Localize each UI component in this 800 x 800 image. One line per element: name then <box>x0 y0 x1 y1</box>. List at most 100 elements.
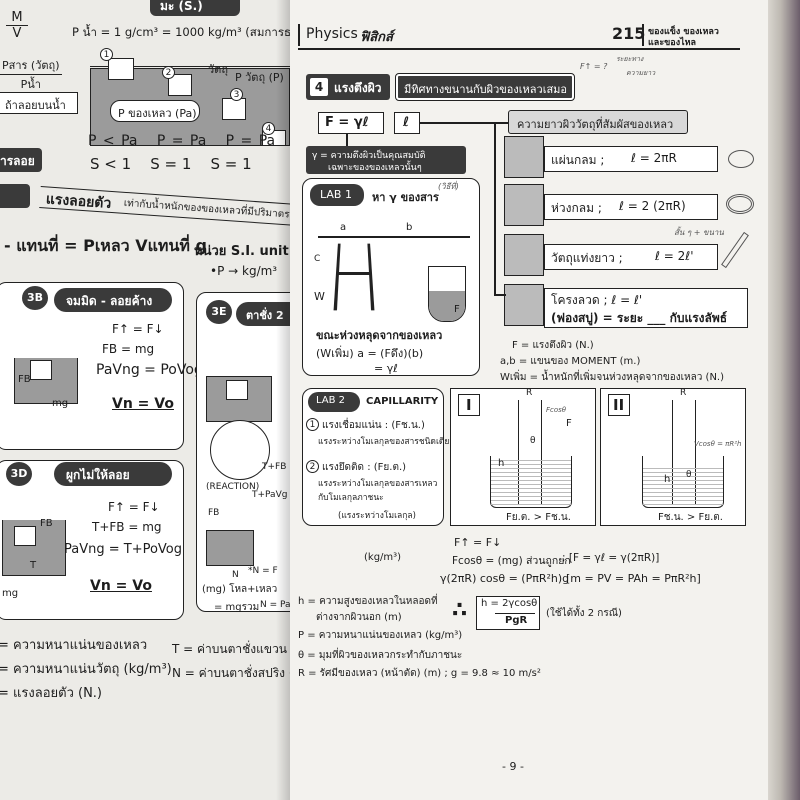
legend-4: T = ค่าบนตาชั่งแขวน (N) <box>172 642 292 656</box>
definition-bar: มีทิศทางขนานกับผิวของเหลวเสมอ <box>395 73 575 101</box>
shape-formula-4: (ฟองสบู่) = ระยะ ___ กับแรงลัพธ์ <box>551 311 728 325</box>
eq-balance: F↑ = F↓ <box>454 536 502 549</box>
mg-sum: = mgรวม <box>214 602 260 613</box>
case-ii-label: II <box>613 396 625 414</box>
case-ii-liquid <box>643 466 723 508</box>
object-3 <box>222 98 246 120</box>
eq-m: [m = PV = PAh = PπR²h] <box>566 572 701 585</box>
case-3b-eq3: PaVng = PoVog <box>96 362 203 378</box>
case-3d-object <box>14 526 36 546</box>
liquid-surface <box>90 66 290 70</box>
lab2-item2-desc-3: (แรงระหว่างโมเลกุล) <box>338 511 416 521</box>
case-3d-title: ผูกไม่ให้ลอย <box>66 468 130 482</box>
shape-name-4: โครงลวด ; ℓ = ℓ' <box>551 293 643 307</box>
case-i-label-box: I <box>458 394 480 416</box>
si-value: •P → kg/m³ <box>210 264 278 278</box>
legend-5: N = ค่าบนตาชั่งสปริง (N) <box>172 666 292 680</box>
section-title: แรงตึงผิว <box>334 81 382 95</box>
left-page: มะ (S.) M V P น้ำ = 1 g/cm³ = 1000 kg/m³… <box>0 0 292 800</box>
handwritten-2: ระยะทาง <box>616 55 644 63</box>
n-eq: N = PaVg <box>260 600 292 610</box>
legend-3: = แรงลอยตัว (N.) <box>0 686 102 701</box>
shape-formula-2: ℓ = 2 (2πR) <box>619 199 686 213</box>
length-title-box: ความยาวผิววัตถุที่สัมผัสของเหลว <box>508 110 688 134</box>
case-3d-mg: mg <box>2 588 19 599</box>
legend-1: = ความหนาแน่นของเหลว <box>0 638 148 653</box>
shape-icon-4 <box>504 284 544 326</box>
final-note: (ใช้ได้ทั้ง 2 กรณี) <box>546 608 622 619</box>
header-section-1: ของแข็ง ของเหลว <box>648 27 719 37</box>
case-3d-fb: FB <box>40 518 53 529</box>
reaction-label: (REACTION) <box>206 482 260 492</box>
lab2-item2: แรงยึดติด : (Fย.ต.) <box>322 462 407 473</box>
section-title-bar: 4 แรงตึงผิว <box>306 74 390 100</box>
case-ii-theta: θ <box>686 470 692 480</box>
lab2-item1-desc: แรงระหว่างโมเลกุลของสารชนิดเดียวกัน <box>318 437 466 447</box>
connector-v0 <box>346 134 348 146</box>
header-section-2: และของไหล <box>648 38 697 48</box>
si-unit: หน่วย S.I. unit <box>194 244 289 259</box>
lab1-a: a <box>340 222 347 233</box>
lab1-beaker-liquid <box>429 291 465 321</box>
lab1-hand: (วิธีที่) <box>438 182 459 191</box>
lab1-text-3: = γℓ <box>374 362 398 375</box>
case-3b-object <box>30 360 52 380</box>
case-3b-title-bar: จมมิด - ลอยค้าง <box>54 288 172 312</box>
case-ii-r: R <box>680 388 687 398</box>
legend-ab: a,b = แขนของ MOMENT (m.) <box>500 356 641 367</box>
liquid-label-box: P ของเหลว (Pa) <box>110 100 200 122</box>
handwritten-1: F↑ = ? <box>580 62 608 71</box>
shape-icon-2 <box>504 184 544 226</box>
lab1-text-1: ขณะห่วงหลุดจากของเหลว <box>316 329 443 342</box>
mg-water: (mg) โหล+เหลว <box>202 584 278 595</box>
case-i-theta: θ <box>530 436 536 446</box>
legend-f: F = แรงตึงผิว (N.) <box>512 340 594 351</box>
final-formula-box: h = 2γcosθ PgR <box>476 596 540 630</box>
side-label-1: T+FB <box>262 462 287 472</box>
case-ii-label-box: II <box>608 394 630 416</box>
connector-h2 <box>494 122 510 124</box>
case-3e-title: ตาชั่ง 2 <box>246 309 284 322</box>
case-3e-tag: 3E <box>206 300 232 324</box>
object-arrow: P วัตถุ (P) <box>235 71 284 84</box>
water-density-text: P น้ำ = 1 g/cm³ = 1000 kg/m³ (สมการธรรมด… <box>72 25 292 39</box>
header-brand: ฟิสิกส์ <box>360 30 393 45</box>
side-label-2: T+PaVg <box>252 490 288 500</box>
legend-w: Wเพิ่ม = น้ำหนักที่เพิ่มจนห่วงหลุดจากของ… <box>500 372 724 383</box>
water-density-box: P น้ำ = 1 g/cm³ = 1000 kg/m³ (สมการธรรมด… <box>70 22 292 46</box>
unit-kgm3: (kg/m³) <box>364 552 402 563</box>
case-3b-title: จมมิด - ลอยค้าง <box>66 294 153 308</box>
ell-box: ℓ <box>394 112 420 134</box>
lab2-tag: LAB 2 <box>316 395 346 406</box>
gamma-note-2: เฉพาะของของเหลวนั้นๆ <box>328 163 422 173</box>
object-label: วัตถุ <box>208 63 228 76</box>
case-3e-n: N <box>232 570 239 580</box>
def-r: R = รัศมีของเหลว (หน้าตัด) (m) ; g = 9.8… <box>298 668 541 679</box>
lab1-stand-bar <box>338 272 370 275</box>
gamma-note-1: γ = ความตึงผิวเป็นคุณสมบัติ <box>312 151 426 161</box>
final-therefore: ∴ <box>452 598 468 623</box>
buoyancy-title: แรงลอยตัว <box>45 191 112 212</box>
comparison-row: P < Pa P = Pa P = Pa <box>88 133 276 149</box>
circle-2: 2 <box>162 66 175 79</box>
lab2-item2-desc-2: กับโมเลกุลภาชนะ <box>318 493 384 503</box>
ell-symbol: ℓ <box>403 115 410 130</box>
case-i-hand: Fcosθ <box>546 406 567 414</box>
case-3b-eq2: FB = mg <box>102 342 155 356</box>
header-underline <box>298 48 740 50</box>
float-band-text: ารลอย <box>0 154 35 168</box>
case-3d-t: T <box>30 560 37 571</box>
handwritten-3: ความยาว <box>626 69 656 77</box>
def-theta: θ = มุมที่ผิวของเหลวกระทำกับภาชนะ <box>298 650 463 661</box>
eq-main: γ(2πR) cosθ = (PπR²h)g <box>440 572 570 585</box>
case-i-tube <box>518 400 542 504</box>
top-title-text: มะ (S.) <box>160 0 203 13</box>
def-h2: ต่างจากผิวนอก (m) <box>316 612 402 623</box>
header-page-number: 215 <box>612 24 646 43</box>
density-fraction: M V <box>6 10 28 41</box>
handwritten-side: สั้น ๆ + ขนาน <box>674 228 724 237</box>
final-den: PgR <box>505 615 528 626</box>
case-3d-eq3: PaVng = T+PoVog <box>64 542 183 557</box>
lab2-tag-bar: LAB 2 <box>308 392 360 412</box>
buoyancy-chevron <box>0 184 30 208</box>
